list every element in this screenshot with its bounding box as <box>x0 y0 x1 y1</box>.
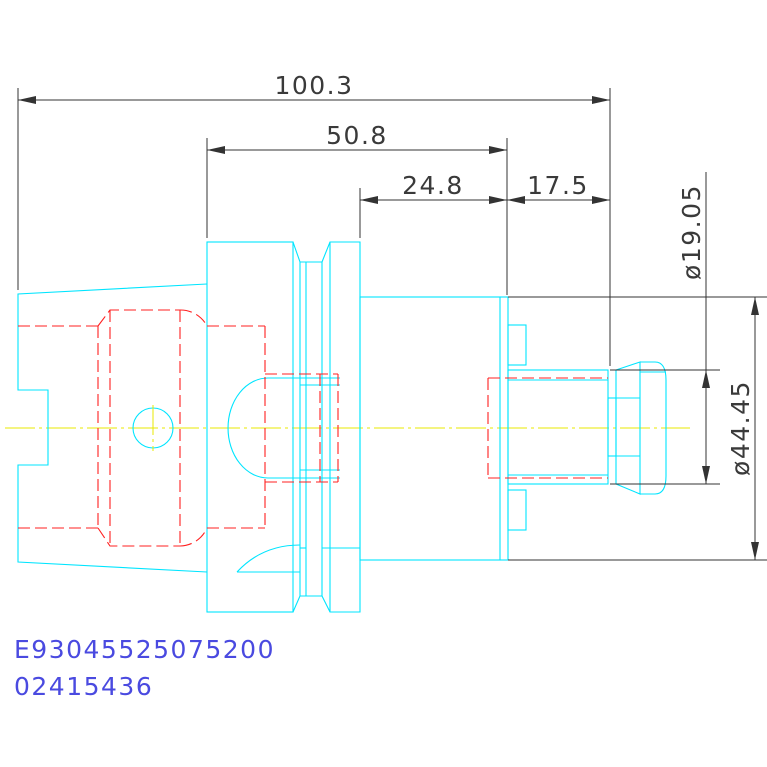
part-code: 02415436 <box>14 672 153 701</box>
arrow <box>751 542 759 560</box>
hidden-arc <box>179 527 208 547</box>
dim-text-shank-diameter: ø19.05 <box>677 184 706 280</box>
part-number: E93045525075200 <box>14 635 275 664</box>
nut-neck <box>607 397 617 457</box>
dim-text-shank-length: 17.5 <box>527 171 589 200</box>
drive-key <box>507 324 527 366</box>
ring-outline <box>321 241 361 613</box>
hidden-chamfer <box>97 527 180 547</box>
pilot-shank <box>507 369 609 485</box>
nut-body <box>615 361 641 495</box>
keyway-arc <box>236 544 301 573</box>
arrow <box>592 96 610 104</box>
body-outline <box>359 296 501 561</box>
nut-cap <box>640 361 667 495</box>
dim-text-overall-length: 100.3 <box>274 71 353 100</box>
slot-arc <box>227 377 269 479</box>
hidden-lines <box>18 309 608 547</box>
tapered-shank-outline <box>17 283 208 573</box>
arrow <box>592 196 610 204</box>
arrow <box>751 297 759 315</box>
arrow <box>702 370 710 388</box>
drive-key <box>507 489 527 531</box>
arrow <box>207 146 225 154</box>
dim-text-body-length: 24.8 <box>402 171 464 200</box>
part-outline <box>17 241 667 613</box>
dim-text-flange-length: 50.8 <box>326 121 388 150</box>
arrow <box>489 146 507 154</box>
dim-text-body-diameter: ø44.45 <box>726 380 755 476</box>
flange-outline <box>206 241 294 613</box>
arrow <box>18 96 36 104</box>
arrow <box>360 196 378 204</box>
dimension-lines <box>17 88 767 561</box>
hidden-arc <box>179 309 208 327</box>
arrow <box>489 196 507 204</box>
arrow <box>507 196 525 204</box>
flange-chamfer <box>292 241 301 613</box>
arrow <box>702 466 710 484</box>
